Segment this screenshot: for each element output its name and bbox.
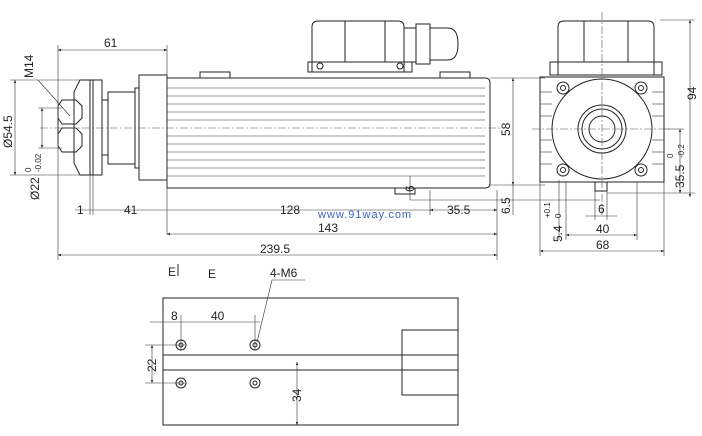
dim-58: 58 xyxy=(499,122,513,136)
dim-8: 8 xyxy=(171,309,178,323)
dim-68: 68 xyxy=(596,238,610,252)
dim-35-5-tol-lower: -0.2 xyxy=(677,144,686,158)
label-m14: M14 xyxy=(22,54,36,78)
dim-22-bottom: 22 xyxy=(145,358,159,372)
dim-5-4: 5.4 xyxy=(551,225,565,242)
dim-41: 41 xyxy=(124,203,138,217)
dim-61: 61 xyxy=(104,36,118,50)
end-view: 94 35.5 0 -0.2 5.4 +0.1 0 6 40 68 xyxy=(532,12,699,256)
bottom-view: E E 4-M6 8 40 22 34 xyxy=(145,264,459,426)
dim-40-bottom: 40 xyxy=(211,309,225,323)
mount-holes xyxy=(556,81,648,177)
label-4-m6: 4-M6 xyxy=(270,266,298,280)
side-view: 61 M14 Ø54.5 Ø22 0 -0.02 1 41 128 35.5 1… xyxy=(1,20,600,260)
dim-6-end: 6 xyxy=(598,202,605,216)
dim-dia-54-5: Ø54.5 xyxy=(1,115,15,148)
dim-6-side: 6 xyxy=(403,185,417,192)
dim-35-5: 35.5 xyxy=(447,203,471,217)
section-label-e: E xyxy=(168,265,176,279)
dim-35-5-end: 35.5 xyxy=(673,164,687,188)
dim-5-4-tol-lower: 0 xyxy=(554,213,563,218)
motor-body xyxy=(166,71,491,195)
dim-dia-22-tol-upper: 0 xyxy=(24,167,33,172)
dim-1: 1 xyxy=(77,203,84,217)
dim-34: 34 xyxy=(290,388,304,402)
dim-dia-22: Ø22 xyxy=(28,177,42,200)
dim-40-end: 40 xyxy=(596,222,610,236)
dim-dia-22-tol-lower: -0.02 xyxy=(34,153,43,172)
mount-holes-bottom xyxy=(175,339,261,389)
dim-143: 143 xyxy=(318,221,338,235)
dim-128: 128 xyxy=(280,203,300,217)
terminal-box xyxy=(307,20,459,73)
dim-35-5-tol-upper: 0 xyxy=(666,153,675,158)
view-label-e: E xyxy=(208,267,216,281)
dim-94: 94 xyxy=(685,86,699,100)
dim-6-5: 6.5 xyxy=(499,197,513,214)
flange xyxy=(73,74,168,181)
dim-5-4-tol-upper: +0.1 xyxy=(543,202,552,218)
dim-239-5: 239.5 xyxy=(260,242,290,256)
watermark: www.91way.com xyxy=(317,209,412,221)
